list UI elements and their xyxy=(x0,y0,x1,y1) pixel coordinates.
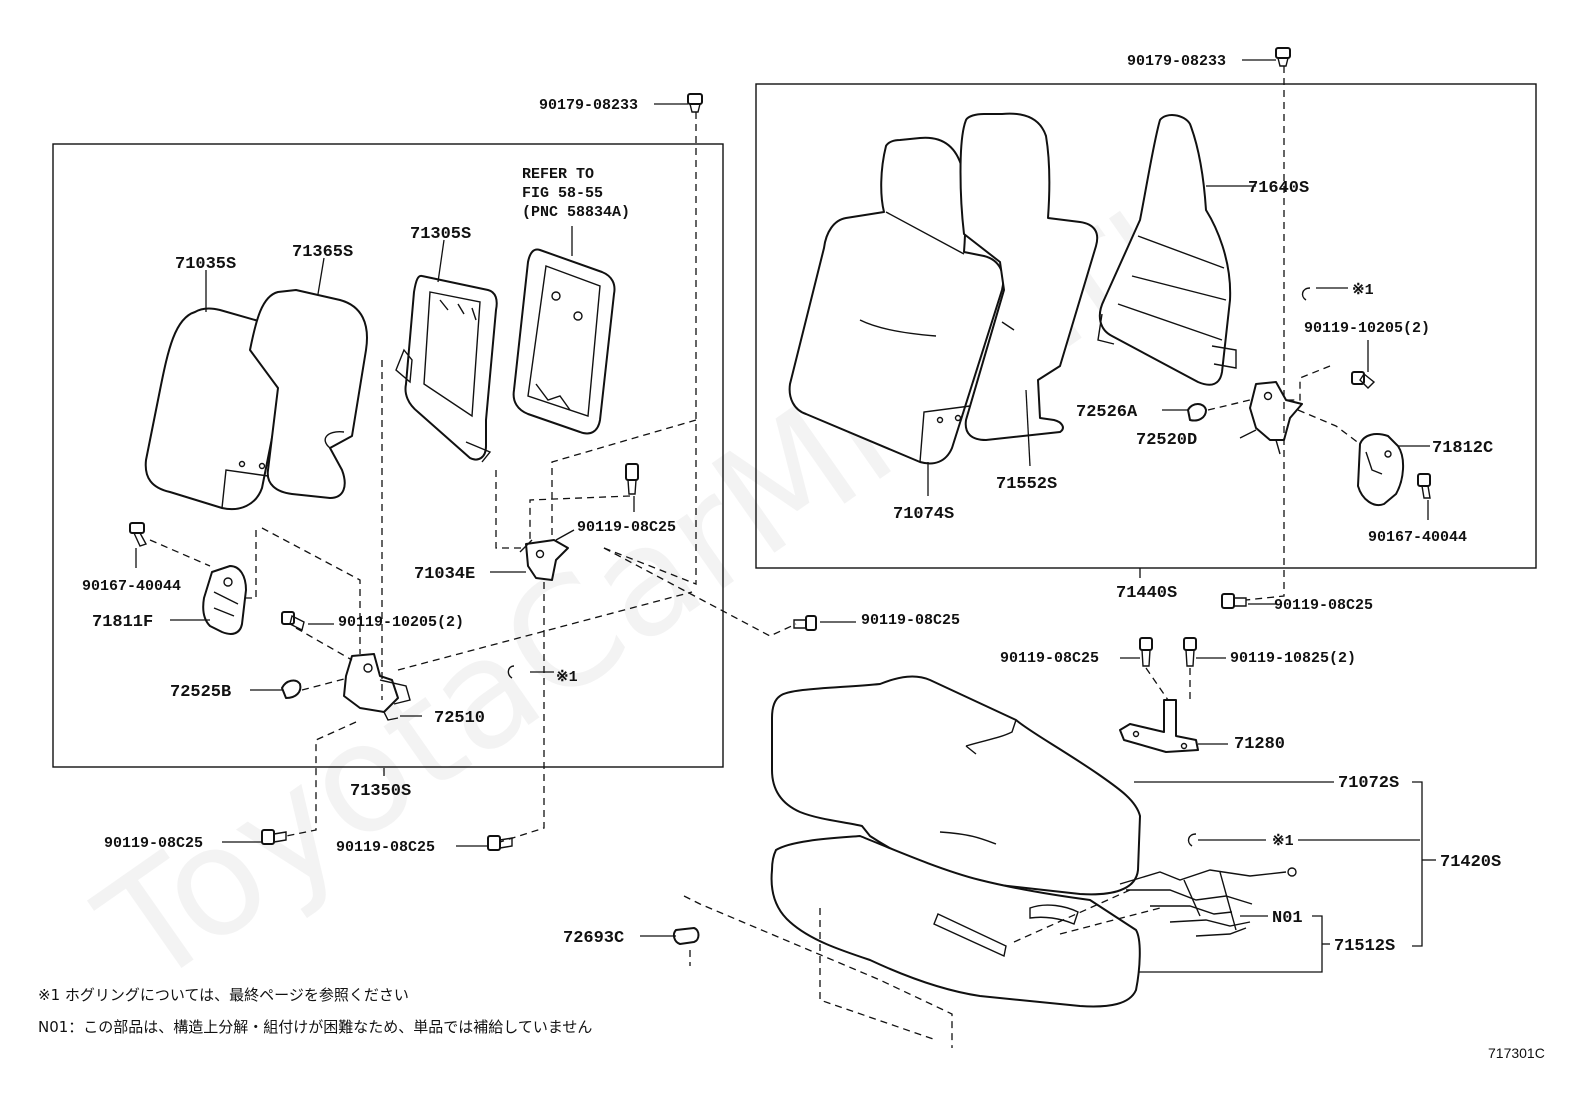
bolt-icon xyxy=(1139,637,1153,667)
label-90119-10205-left: 90119-10205(2) xyxy=(338,614,464,631)
recliner-72520d xyxy=(1249,381,1303,455)
refer-line-1: REFER TO xyxy=(522,166,594,183)
clip-icon xyxy=(672,927,700,945)
refer-line-2: FIG 58-55 xyxy=(522,185,603,202)
right-seatback-frame-box xyxy=(755,83,1537,569)
note-n01: N01：この部品は、構造上分解・組付けが困難なため、単品では補給していません xyxy=(38,1018,592,1036)
bolt-icon xyxy=(1417,473,1431,499)
cap-72525b xyxy=(281,679,302,699)
label-90119-08c25-e: 90119-08C25 xyxy=(104,835,203,852)
bolt-icon xyxy=(487,835,513,851)
label-90119-08c25-f: 90119-08C25 xyxy=(336,839,435,856)
label-71034e: 71034E xyxy=(414,565,475,584)
bolt-icon xyxy=(129,522,148,547)
hog-ring-icon xyxy=(507,665,515,679)
seatback-assembly-71074s xyxy=(788,136,1005,465)
label-72510: 72510 xyxy=(434,709,485,728)
bolt-icon xyxy=(625,463,639,495)
label-72525b: 72525B xyxy=(170,683,231,702)
left-seatback-frame-box xyxy=(52,143,724,768)
bracket-71280 xyxy=(1119,699,1199,753)
label-72520d: 72520D xyxy=(1136,431,1197,450)
label-71420s: 71420S xyxy=(1440,853,1501,872)
label-90119-08c25-d: 90119-08C25 xyxy=(1000,650,1099,667)
label-hog-ring-c: ※1 xyxy=(1272,833,1294,850)
label-n01: N01 xyxy=(1272,909,1303,928)
label-71365s: 71365S xyxy=(292,243,353,262)
seat-cushion-cover-71072s xyxy=(771,675,1141,896)
label-90119-10205-right: 90119-10205(2) xyxy=(1304,320,1430,337)
hinge-cover-71811f xyxy=(202,565,247,635)
label-71640s: 71640S xyxy=(1248,179,1309,198)
label-90119-08c25-a: 90119-08C25 xyxy=(577,519,676,536)
label-72693c: 72693C xyxy=(563,929,624,948)
label-90179-08233-right: 90179-08233 xyxy=(1127,53,1226,70)
wire-harness-n01 xyxy=(1119,867,1297,937)
label-90167-40044-left: 90167-40044 xyxy=(82,578,181,595)
label-71305s: 71305S xyxy=(410,225,471,244)
label-90119-08c25-c: 90119-08C25 xyxy=(1274,597,1373,614)
hinge-71034e xyxy=(519,529,575,581)
figure-code: 717301C xyxy=(1488,1045,1545,1061)
seatback-frame-71640s xyxy=(1097,114,1237,386)
hog-ring-icon xyxy=(1301,287,1311,301)
bolt-icon xyxy=(687,93,703,113)
label-71440s: 71440S xyxy=(1116,584,1177,603)
seatback-cover-71035s xyxy=(144,307,287,510)
seat-cushion-pad-71512s xyxy=(770,835,1141,1008)
label-71280: 71280 xyxy=(1234,735,1285,754)
label-90167-40044-right: 90167-40044 xyxy=(1368,529,1467,546)
bolt-icon xyxy=(1275,47,1291,67)
hog-ring-icon xyxy=(1187,833,1197,847)
cap-72526a xyxy=(1187,403,1207,422)
label-hog-ring-a: ※1 xyxy=(1352,282,1374,299)
bolt-icon xyxy=(1183,637,1197,667)
seatback-frame-71305s xyxy=(395,274,498,463)
seatback-board xyxy=(512,248,616,435)
label-71350s: 71350S xyxy=(350,782,411,801)
hinge-cover-71812c xyxy=(1357,433,1404,506)
bolt-icon xyxy=(1351,371,1376,389)
seatback-pad-71365s xyxy=(249,289,368,499)
label-71812c: 71812C xyxy=(1432,439,1493,458)
label-72526a: 72526A xyxy=(1076,403,1138,422)
label-71035s: 71035S xyxy=(175,255,236,274)
note-hog-ring: ※1 ホグリングについては、最終ページを参照ください xyxy=(38,986,409,1004)
label-hog-ring-b: ※1 xyxy=(556,669,578,686)
label-71552s: 71552S xyxy=(996,475,1057,494)
label-90179-08233-left: 90179-08233 xyxy=(539,97,638,114)
label-71072s: 71072S xyxy=(1338,774,1399,793)
label-71074s: 71074S xyxy=(893,505,954,524)
bolt-icon xyxy=(281,611,305,632)
label-71512s: 71512S xyxy=(1334,937,1395,956)
recliner-72510 xyxy=(343,653,411,721)
label-90119-08c25-b: 90119-08C25 xyxy=(861,612,960,629)
label-71811f: 71811F xyxy=(92,613,153,632)
bolt-icon xyxy=(793,615,817,631)
refer-line-3: (PNC 58834A) xyxy=(522,204,630,221)
seatback-pad-71552s xyxy=(959,112,1099,441)
bolt-icon xyxy=(1221,593,1247,609)
label-90119-10825: 90119-10825(2) xyxy=(1230,650,1356,667)
bolt-icon xyxy=(261,829,287,845)
